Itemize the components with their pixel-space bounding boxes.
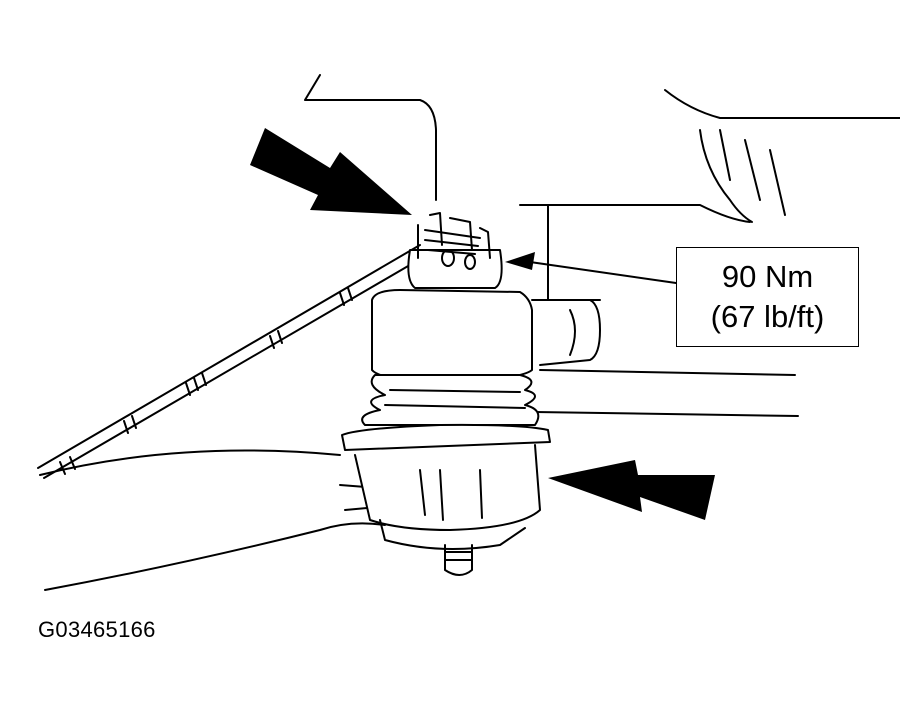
- torque-imperial: (67 lb/ft): [710, 299, 825, 334]
- pointer-arrow-icon: [505, 252, 535, 270]
- castle-nut: [407, 212, 503, 289]
- ball-joint-housing: [371, 289, 601, 383]
- arrow-lower-right-icon: [548, 460, 715, 520]
- rubber-boot: [361, 374, 540, 426]
- torque-callout: 90 Nm (67 lb/ft): [676, 247, 859, 347]
- arrow-upper-left-icon: [250, 128, 412, 215]
- torque-metric: 90 Nm: [721, 259, 814, 294]
- figure-id: G03465166: [38, 617, 156, 642]
- stabilizer-rod: [37, 244, 421, 479]
- ball-joint-body: [341, 423, 551, 576]
- torque-leader-line: [529, 261, 677, 284]
- control-arm: [39, 369, 799, 591]
- chassis-frame: [304, 74, 900, 301]
